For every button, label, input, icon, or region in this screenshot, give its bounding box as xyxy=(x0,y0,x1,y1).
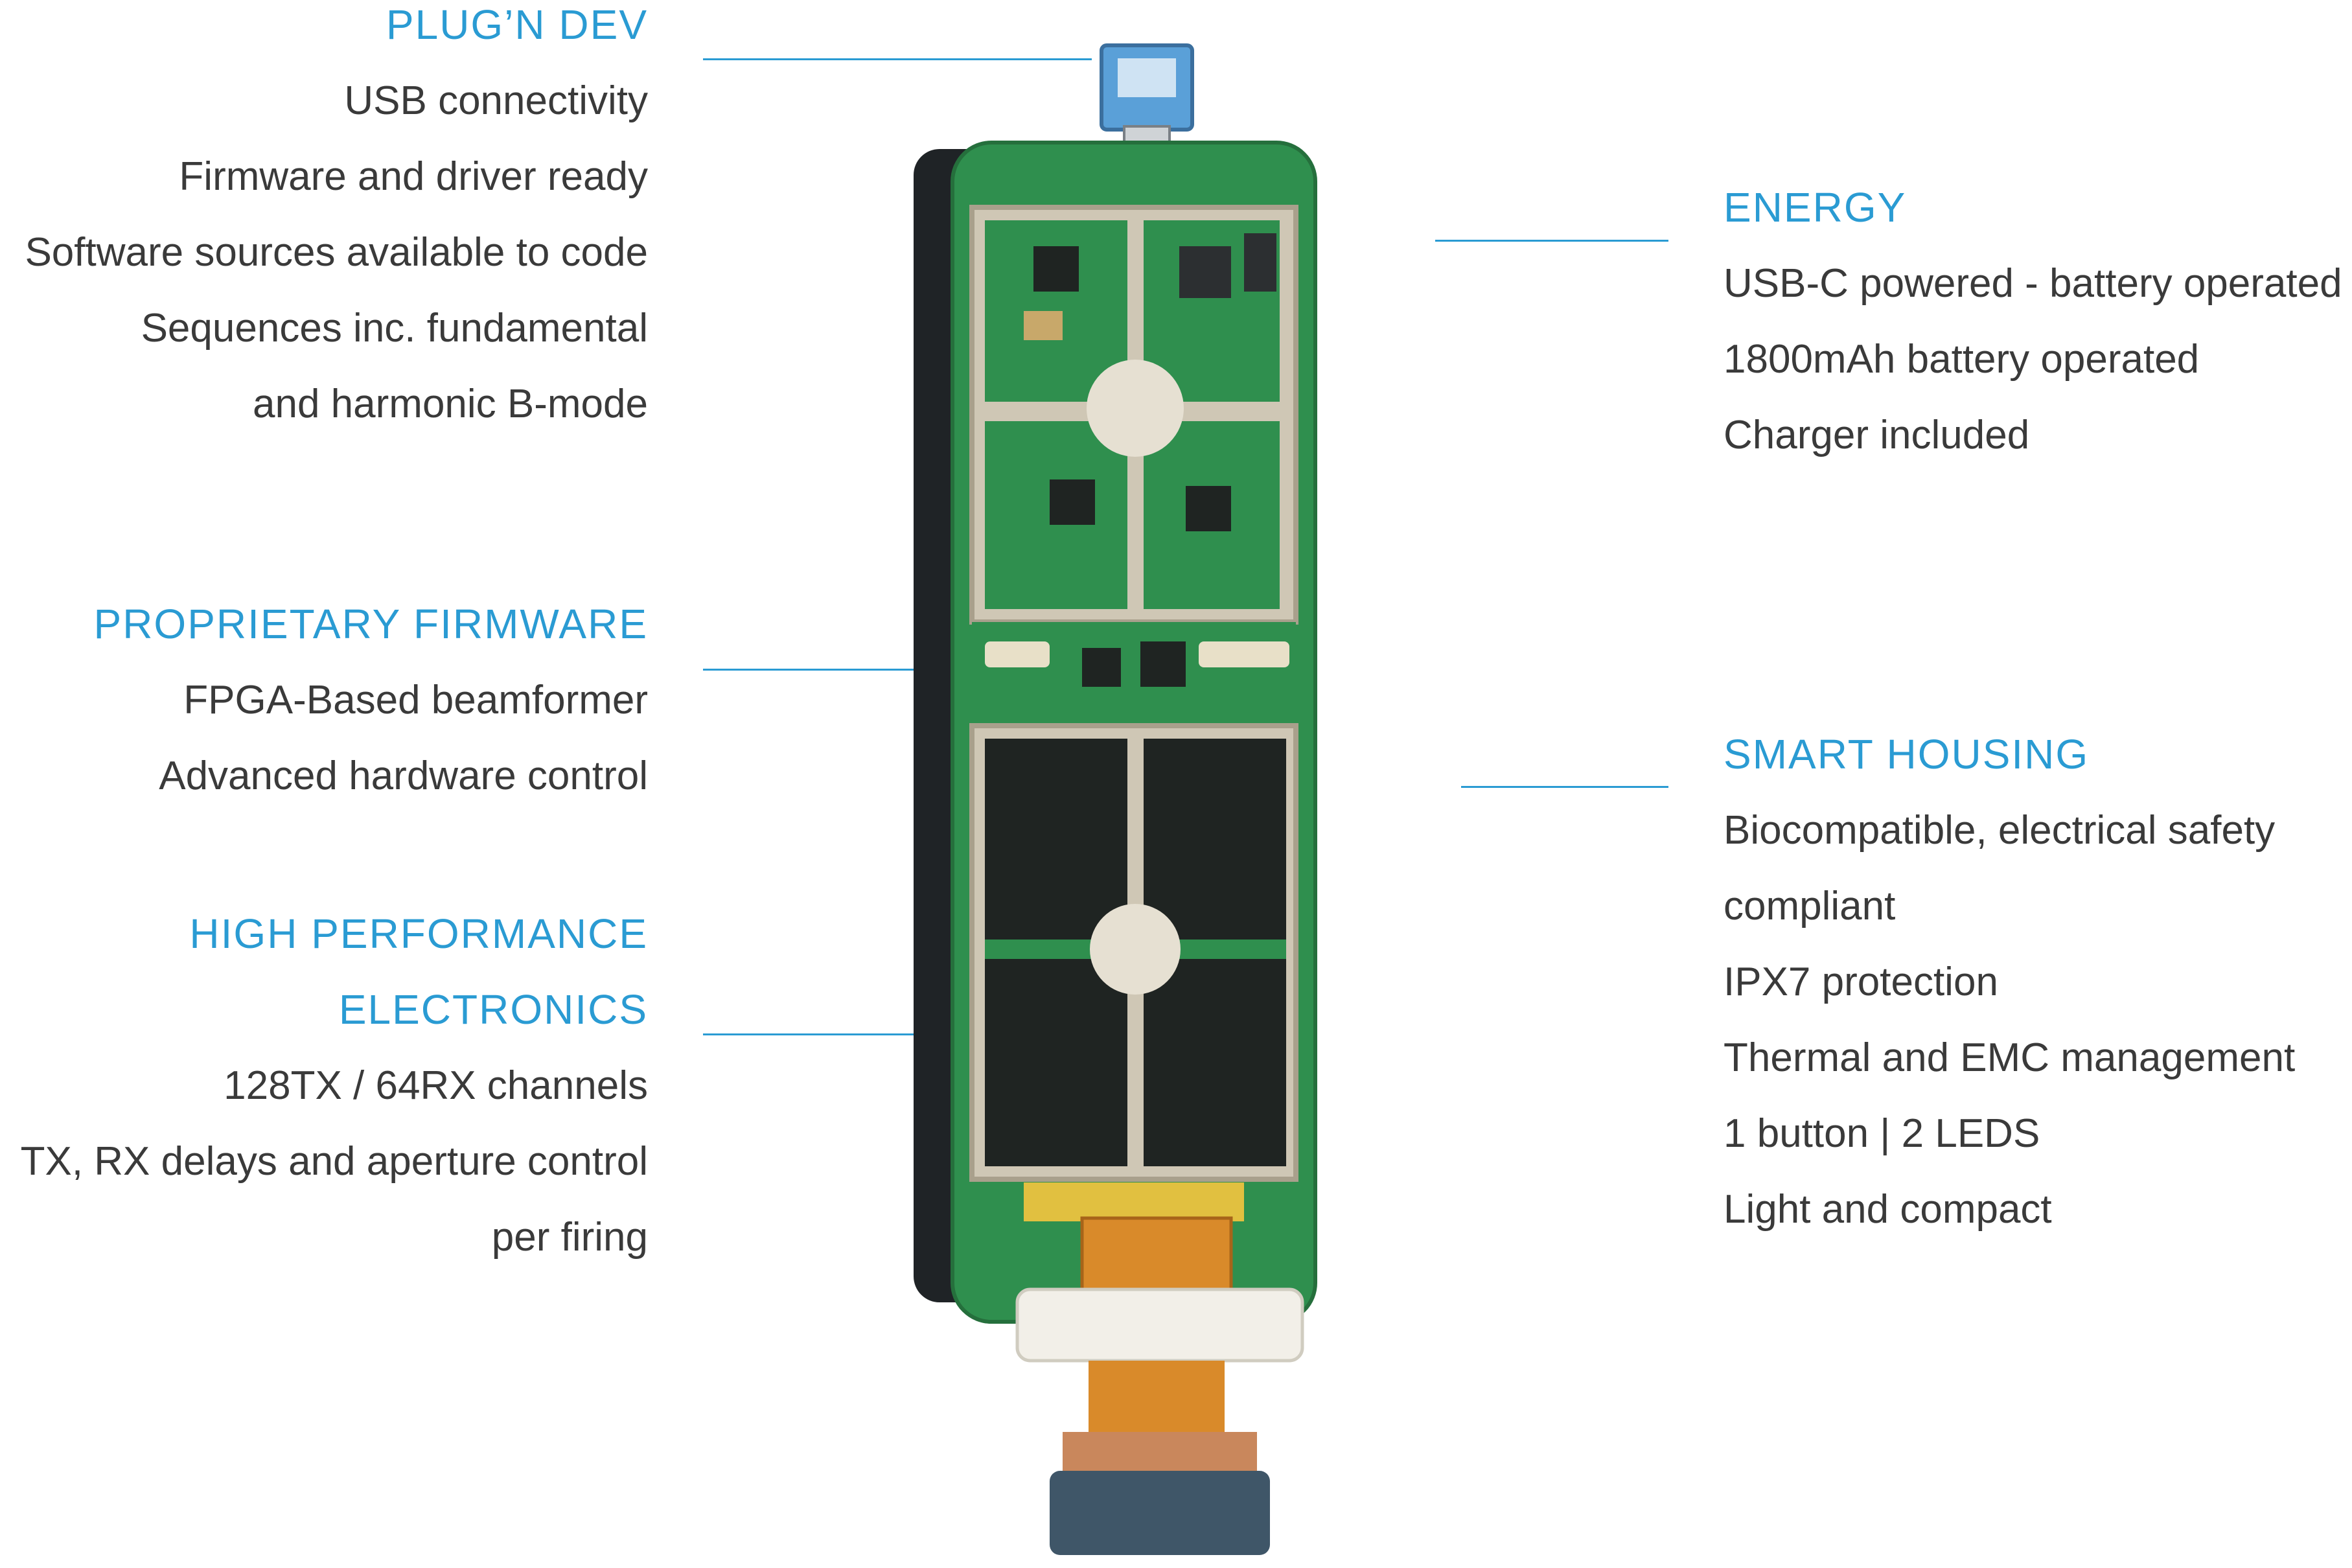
feature-line: Advanced hardware control xyxy=(159,754,648,798)
section-energy: ENERGY USB-C powered - battery operated … xyxy=(1724,170,2346,473)
feature-line: Software sources available to code xyxy=(25,230,648,275)
kapton-strip xyxy=(1024,1182,1244,1221)
feature-line: Biocompatible, electrical safety xyxy=(1724,808,2276,853)
feature-line: 1800mAh battery operated xyxy=(1724,337,2200,382)
feature-line: Firmware and driver ready xyxy=(179,154,648,199)
lower-rf-shield xyxy=(969,723,1298,1182)
upper-rf-shield xyxy=(969,205,1298,625)
heading-smart-housing: SMART HOUSING xyxy=(1724,731,2090,778)
feature-line: per firing xyxy=(491,1215,648,1260)
connector-smart-housing xyxy=(1461,786,1668,788)
flex-cable xyxy=(1015,1216,1304,1438)
connector-energy xyxy=(1435,240,1668,242)
feature-line: compliant xyxy=(1724,884,1896,928)
heading-high-performance-line2: ELECTRONICS xyxy=(338,986,648,1033)
feature-line: Light and compact xyxy=(1724,1187,2052,1232)
feature-line: FPGA-Based beamformer xyxy=(183,678,648,722)
heading-high-performance-line1: HIGH PERFORMANCE xyxy=(189,910,648,957)
feature-line: USB-C powered - battery operated xyxy=(1724,261,2342,306)
heading-plug-n-dev: PLUG’N DEV xyxy=(386,1,648,48)
feature-line: and harmonic B-mode xyxy=(253,382,648,426)
feature-line: USB connectivity xyxy=(344,78,648,123)
feature-line: Charger included xyxy=(1724,413,2030,457)
ultrasound-probe-pcb-illustration xyxy=(914,43,1317,1555)
section-high-performance-electronics: HIGH PERFORMANCE ELECTRONICS 128TX / 64R… xyxy=(0,896,648,1275)
feature-line: TX, RX delays and aperture control xyxy=(20,1139,648,1184)
feature-line: Sequences inc. fundamental xyxy=(141,306,648,351)
heading-energy: ENERGY xyxy=(1724,184,1907,231)
section-smart-housing: SMART HOUSING Biocompatible, electrical … xyxy=(1724,717,2346,1247)
section-proprietary-firmware: PROPRIETARY FIRMWARE FPGA-Based beamform… xyxy=(0,586,649,814)
transducer-head xyxy=(1050,1432,1270,1555)
section-plug-n-dev: PLUG’N DEV USB connectivity Firmware and… xyxy=(0,0,648,442)
feature-line: 128TX / 64RX channels xyxy=(224,1063,648,1108)
feature-line: 1 button | 2 LEDS xyxy=(1724,1111,2040,1156)
connector-plug-n-dev xyxy=(703,58,1092,60)
feature-line: Thermal and EMC management xyxy=(1724,1035,2296,1080)
heading-proprietary-firmware: PROPRIETARY FIRMWARE xyxy=(93,601,648,647)
middle-component-strip xyxy=(972,622,1296,726)
connector-proprietary-firmware xyxy=(703,669,1066,671)
feature-line: IPX7 protection xyxy=(1724,960,1998,1004)
connector-high-performance xyxy=(703,1033,1059,1035)
